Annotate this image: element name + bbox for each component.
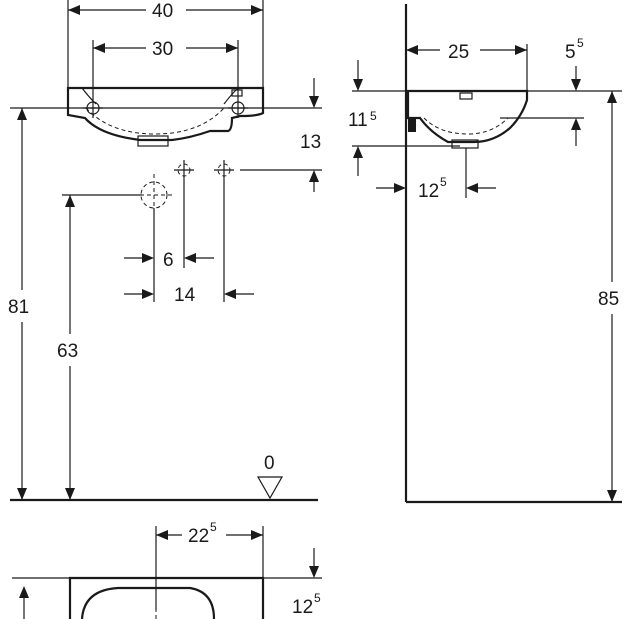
front-outlet <box>137 135 169 147</box>
dim-outlet-height: 63 <box>57 341 78 362</box>
side-view: 25 5 5 11 5 12 5 85 <box>348 4 622 504</box>
dim-plan-half-depth: 22 <box>188 526 209 547</box>
floor-zero-marker <box>256 476 284 500</box>
dim-tap-spacing: 30 <box>152 39 173 60</box>
dim-basin-height-sup: 5 <box>370 109 377 123</box>
dim-back-rim: 5 <box>565 42 576 63</box>
dim-basin-height: 11 <box>348 110 368 131</box>
front-view: 40 30 13 <box>8 0 322 502</box>
dim-overflow-height: 13 <box>300 132 321 153</box>
dim-basin-width: 40 <box>152 1 173 22</box>
supply-right-marker <box>214 160 234 180</box>
front-bowl-top <box>81 87 239 105</box>
plan-basin-outline <box>68 576 265 619</box>
plan-view: 22 5 12 5 <box>12 520 322 619</box>
dim-plan-half-depth-sup: 5 <box>210 520 217 534</box>
dim-supply-spacing: 14 <box>174 285 196 306</box>
side-overflow <box>459 92 473 100</box>
side-bowl-dashed <box>423 117 509 135</box>
dim-back-rim-sup: 5 <box>577 36 584 50</box>
supply-left-marker <box>174 160 194 180</box>
front-basin-outline <box>66 86 265 142</box>
dim-plan-offset: 12 <box>292 597 313 618</box>
dim-outlet-wall-offset: 12 <box>418 181 439 202</box>
dim-outlet-wall-offset-sup: 5 <box>440 175 447 189</box>
side-basin-outline <box>406 89 529 144</box>
side-outlet <box>451 139 479 149</box>
front-bowl-dashed <box>85 107 225 135</box>
dim-plan-offset-sup: 5 <box>314 591 321 605</box>
plan-bowl-outline <box>80 586 216 619</box>
dim-rim-height-side: 85 <box>598 289 619 310</box>
dim-floor-zero: 0 <box>264 453 275 474</box>
dim-outlet-offset: 6 <box>163 250 174 271</box>
dim-rim-height-front: 81 <box>8 297 29 318</box>
dim-depth: 25 <box>448 42 469 63</box>
side-bracket <box>408 118 416 132</box>
